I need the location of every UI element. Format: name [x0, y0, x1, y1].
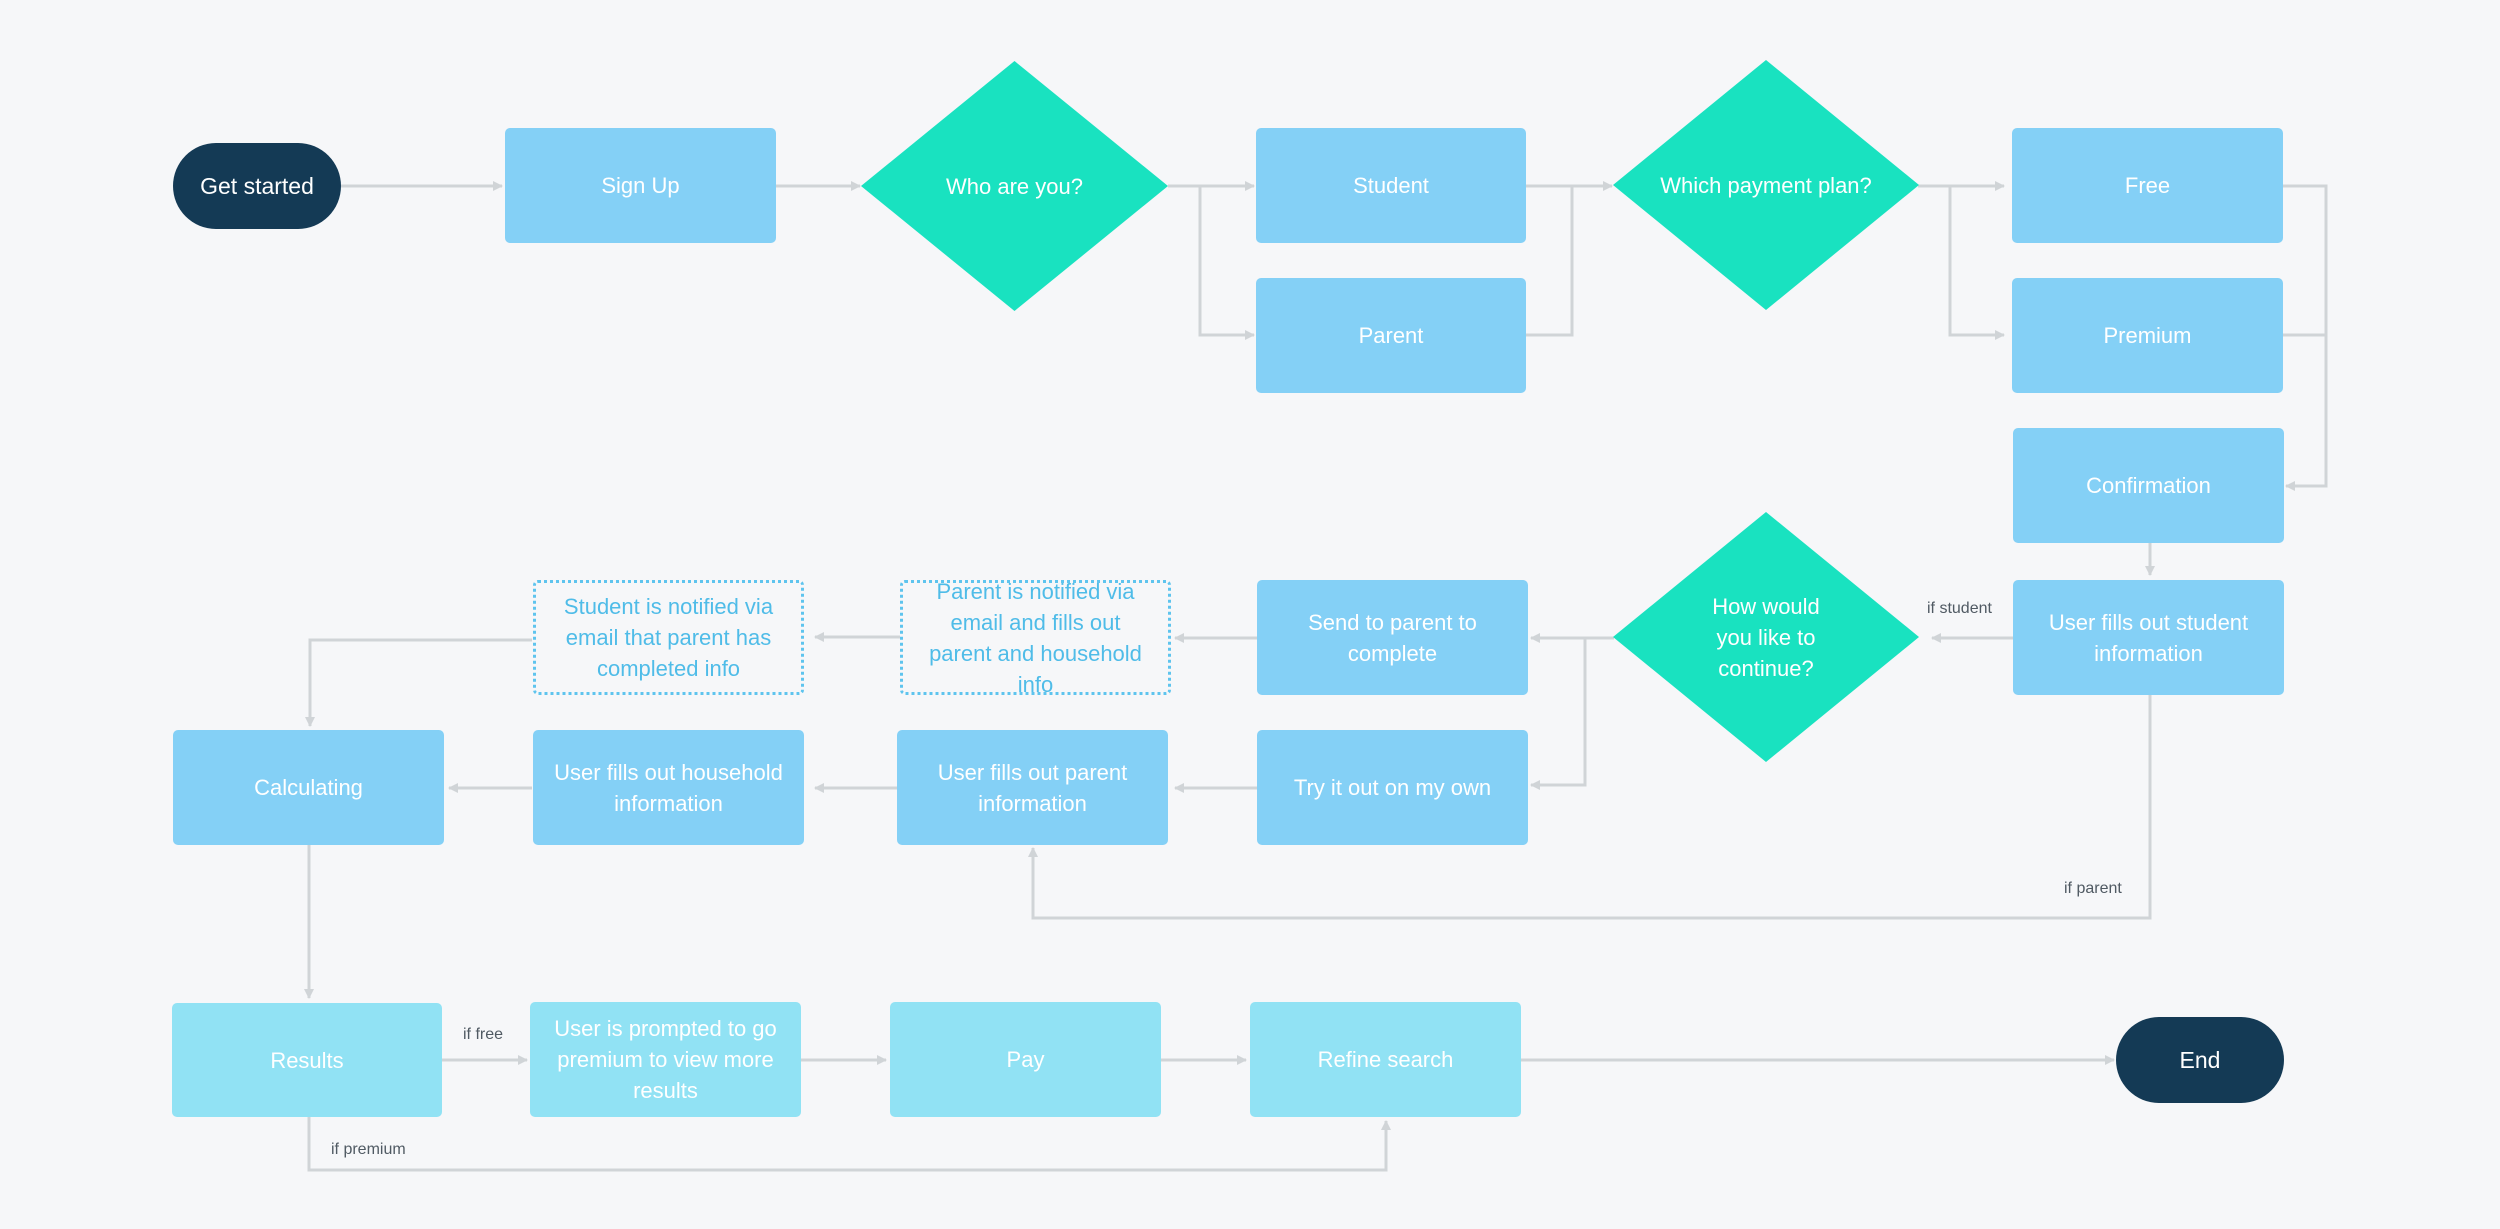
node-label: Results [270, 1047, 344, 1073]
node-label: User fills out student information [2048, 609, 2249, 666]
node-send-to-parent[interactable]: Send to parent to complete [1257, 580, 1528, 695]
node-label: Refine search [1317, 1047, 1454, 1072]
node-sign-up[interactable]: Sign Up [505, 128, 776, 243]
edge-how-try [1530, 638, 1587, 790]
node-label: Sign Up [601, 173, 680, 198]
node-label: Premium [2103, 323, 2192, 348]
node-calculating[interactable]: Calculating [173, 730, 444, 845]
node-label: User is prompted to go premium to view m… [554, 1016, 777, 1103]
node-label: User fills out household information [554, 759, 783, 816]
node-parent-information[interactable]: User fills out parent information [897, 730, 1168, 845]
edge-label-if-free: if free [463, 1026, 504, 1043]
node-premium[interactable]: Premium [2012, 278, 2283, 393]
node-label: Confirmation [2086, 473, 2211, 498]
edge-plan-premium [1948, 186, 2005, 340]
node-label: Free [2124, 173, 2171, 198]
node-prompted-premium[interactable]: User is prompted to go premium to view m… [530, 1002, 801, 1117]
node-label: User fills out parent information [937, 759, 1128, 816]
decision-payment-plan[interactable]: Which payment plan? [1613, 60, 1919, 310]
node-get-started[interactable]: Get started [173, 143, 341, 229]
node-label: Send to parent to complete [1308, 609, 1477, 666]
node-student-information[interactable]: User fills out student information [2013, 580, 2284, 695]
node-label: Calculating [254, 775, 363, 800]
node-label: Student is notified via email that paren… [563, 594, 774, 681]
decision-label: Who are you? [946, 173, 1083, 199]
decision-how-continue[interactable]: How would you like to continue? [1613, 512, 1919, 762]
node-pay[interactable]: Pay [890, 1002, 1161, 1117]
edge-label-if-student: if student [1927, 600, 1992, 617]
edge-studentnotified-calculating [305, 638, 532, 727]
node-label: Student [1353, 173, 1429, 198]
node-end[interactable]: End [2116, 1017, 2284, 1103]
edge-studentinfo-parentinfo [1028, 695, 2152, 920]
node-label: Parent [1358, 323, 1424, 348]
node-parent[interactable]: Parent [1256, 278, 1526, 393]
node-try-on-my-own[interactable]: Try it out on my own [1257, 730, 1528, 845]
decision-label: How would you like to continue? [1712, 593, 1820, 681]
node-student[interactable]: Student [1256, 128, 1526, 243]
node-label: End [2179, 1046, 2221, 1073]
node-refine-search[interactable]: Refine search [1250, 1002, 1521, 1117]
node-student-notified[interactable]: Student is notified via email that paren… [533, 580, 804, 695]
node-results[interactable]: Results [172, 1003, 442, 1117]
edge-parent-plan [1526, 186, 1574, 337]
node-label: Parent is notified via email and fills o… [929, 578, 1142, 697]
edge-who-parent [1198, 186, 1255, 340]
edge-label-if-parent: if parent [2064, 880, 2122, 897]
node-parent-notified[interactable]: Parent is notified via email and fills o… [900, 579, 1171, 697]
decision-label: Which payment plan? [1660, 172, 1872, 198]
decision-who-are-you[interactable]: Who are you? [861, 61, 1168, 311]
node-label: Get started [200, 172, 314, 199]
edge-label-if-premium: if premium [331, 1141, 406, 1158]
node-free[interactable]: Free [2012, 128, 2283, 243]
edge-results-refine [307, 1117, 1391, 1172]
node-label: Pay [1006, 1047, 1045, 1072]
node-label: Try it out on my own [1293, 775, 1492, 800]
node-confirmation[interactable]: Confirmation [2013, 428, 2284, 543]
node-household-information[interactable]: User fills out household information [533, 730, 804, 845]
